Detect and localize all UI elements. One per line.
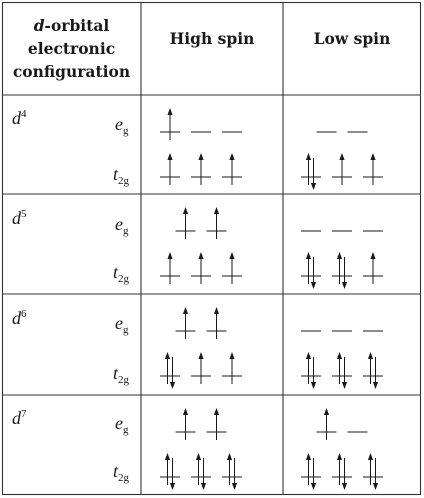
d5-low-spin-t2g-orbital-3-up-arrow-head	[370, 252, 376, 259]
d7-low-spin-t2g-orbital-1-b-down-arrow-head	[310, 483, 317, 490]
header-config-electronic: electronic	[27, 39, 116, 58]
d7-high-spin-t2g-orbital-2-a-up-arrow-head	[195, 453, 202, 460]
header-low-spin: Low spin	[313, 29, 391, 48]
config-label-d4: d4	[12, 108, 27, 128]
d7-high-spin-t2g-orbital-1-a-up-arrow-head	[164, 453, 171, 460]
t2g-label-d6: t2g	[113, 363, 130, 386]
d7-low-spin-t2g-orbital-1-a-up-arrow-head	[305, 453, 312, 460]
header-config: d-orbital electronic configuration	[3, 14, 140, 83]
d5-high-spin-t2g-orbital-1-up-arrow-head	[167, 252, 173, 259]
orbital-diagrams	[160, 108, 383, 490]
config-label-d5: d5	[12, 208, 27, 228]
d4-high-spin-eg-orbital-1-up-arrow-head	[167, 108, 173, 115]
d6-high-spin-t2g-orbital-1-a-up-arrow-head	[164, 352, 171, 359]
d5-low-spin-t2g-orbital-2-a-up-arrow-head	[336, 252, 343, 259]
d6-low-spin-t2g-orbital-2-b-down-arrow-head	[341, 382, 348, 389]
d5-high-spin-t2g-orbital-3-up-arrow-head	[229, 252, 235, 259]
eg-label-d7: eg	[115, 413, 129, 436]
config-label-d7: d7	[12, 408, 27, 428]
d5-high-spin-eg-orbital-1-up-arrow-head	[182, 207, 189, 214]
d5-high-spin-t2g-orbital-2-up-arrow-head	[198, 252, 204, 259]
d5-low-spin-t2g-orbital-1-b-down-arrow-head	[310, 282, 317, 289]
d4-high-spin-t2g-orbital-1-up-arrow-head	[167, 153, 173, 160]
d6-high-spin-t2g-orbital-1-b-down-arrow-head	[169, 382, 176, 389]
d7-low-spin-t2g-orbital-3-a-up-arrow-head	[367, 453, 374, 460]
d6-high-spin-t2g-orbital-3-up-arrow-head	[229, 352, 235, 359]
t2g-label-d4: t2g	[113, 164, 130, 187]
d7-high-spin-eg-orbital-2-up-arrow-head	[213, 408, 220, 415]
d4-low-spin-t2g-orbital-3-up-arrow-head	[370, 153, 376, 160]
t2g-label-d5: t2g	[113, 262, 130, 285]
d6-high-spin-t2g-orbital-2-up-arrow-head	[198, 352, 204, 359]
d4-high-spin-t2g-orbital-2-up-arrow-head	[198, 153, 204, 160]
d5-high-spin-eg-orbital-2-up-arrow-head	[213, 207, 220, 214]
d6-low-spin-t2g-orbital-1-b-down-arrow-head	[310, 382, 317, 389]
d7-high-spin-t2g-orbital-2-b-down-arrow-head	[200, 483, 207, 490]
d4-low-spin-t2g-orbital-1-a-up-arrow-head	[305, 153, 312, 160]
header-config-d: d	[33, 16, 45, 35]
d6-low-spin-t2g-orbital-2-a-up-arrow-head	[336, 352, 343, 359]
d6-high-spin-eg-orbital-2-up-arrow-head	[213, 307, 220, 314]
d7-low-spin-t2g-orbital-3-b-down-arrow-head	[372, 483, 379, 490]
d7-low-spin-eg-orbital-1-up-arrow-head	[323, 408, 330, 415]
d7-low-spin-t2g-orbital-2-a-up-arrow-head	[336, 453, 343, 460]
d4-low-spin-t2g-orbital-1-b-down-arrow-head	[310, 183, 317, 190]
eg-label-d6: eg	[115, 313, 129, 336]
eg-label-d4: eg	[115, 114, 129, 137]
header-config-configuration: configuration	[12, 62, 131, 81]
d7-high-spin-t2g-orbital-3-b-down-arrow-head	[231, 483, 238, 490]
d7-high-spin-t2g-orbital-3-a-up-arrow-head	[226, 453, 233, 460]
d4-high-spin-t2g-orbital-3-up-arrow-head	[229, 153, 235, 160]
header-config-orbital: -orbital	[44, 16, 110, 35]
d7-low-spin-t2g-orbital-2-b-down-arrow-head	[341, 483, 348, 490]
d7-high-spin-t2g-orbital-1-b-down-arrow-head	[169, 483, 176, 490]
d7-high-spin-eg-orbital-1-up-arrow-head	[182, 408, 189, 415]
d6-low-spin-t2g-orbital-3-a-up-arrow-head	[367, 352, 374, 359]
d5-low-spin-t2g-orbital-1-a-up-arrow-head	[305, 252, 312, 259]
d6-low-spin-t2g-orbital-1-a-up-arrow-head	[305, 352, 312, 359]
t2g-label-d7: t2g	[113, 461, 130, 484]
config-label-d6: d6	[12, 308, 27, 328]
d5-low-spin-t2g-orbital-2-b-down-arrow-head	[341, 282, 348, 289]
d6-high-spin-eg-orbital-1-up-arrow-head	[182, 307, 189, 314]
header-high-spin: High spin	[169, 29, 255, 48]
d6-low-spin-t2g-orbital-3-b-down-arrow-head	[372, 382, 379, 389]
eg-label-d5: eg	[115, 214, 129, 237]
d4-low-spin-t2g-orbital-2-up-arrow-head	[339, 153, 345, 160]
